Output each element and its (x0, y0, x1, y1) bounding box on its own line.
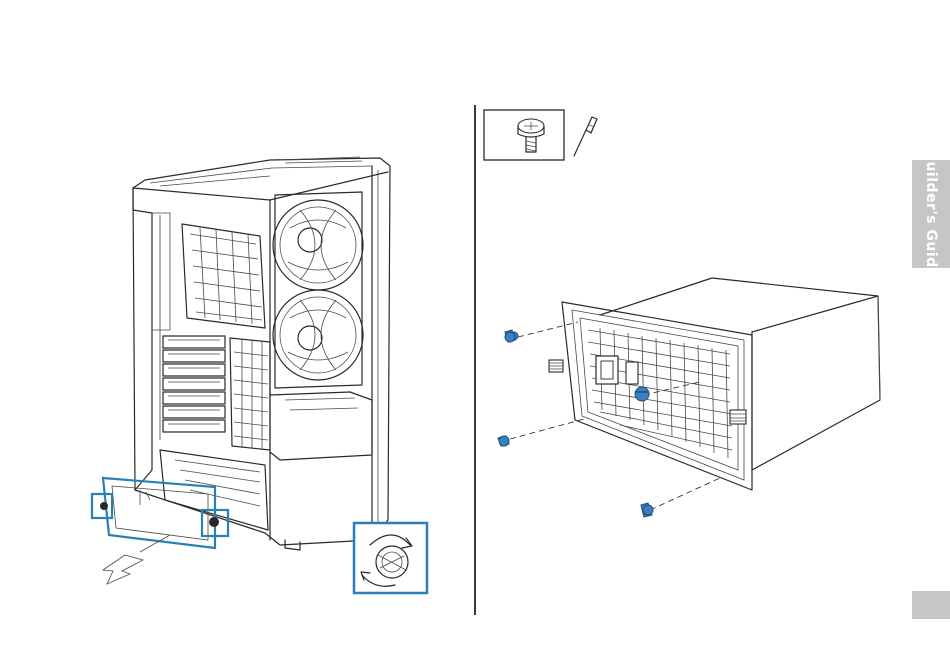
case-psu-bracket-illustration (0, 0, 475, 670)
builders-guide-label: Builder's Guide (923, 150, 939, 277)
builders-guide-tab: Builder's Guide (912, 160, 950, 268)
page-number-box (912, 591, 950, 619)
page-divider (474, 105, 476, 615)
